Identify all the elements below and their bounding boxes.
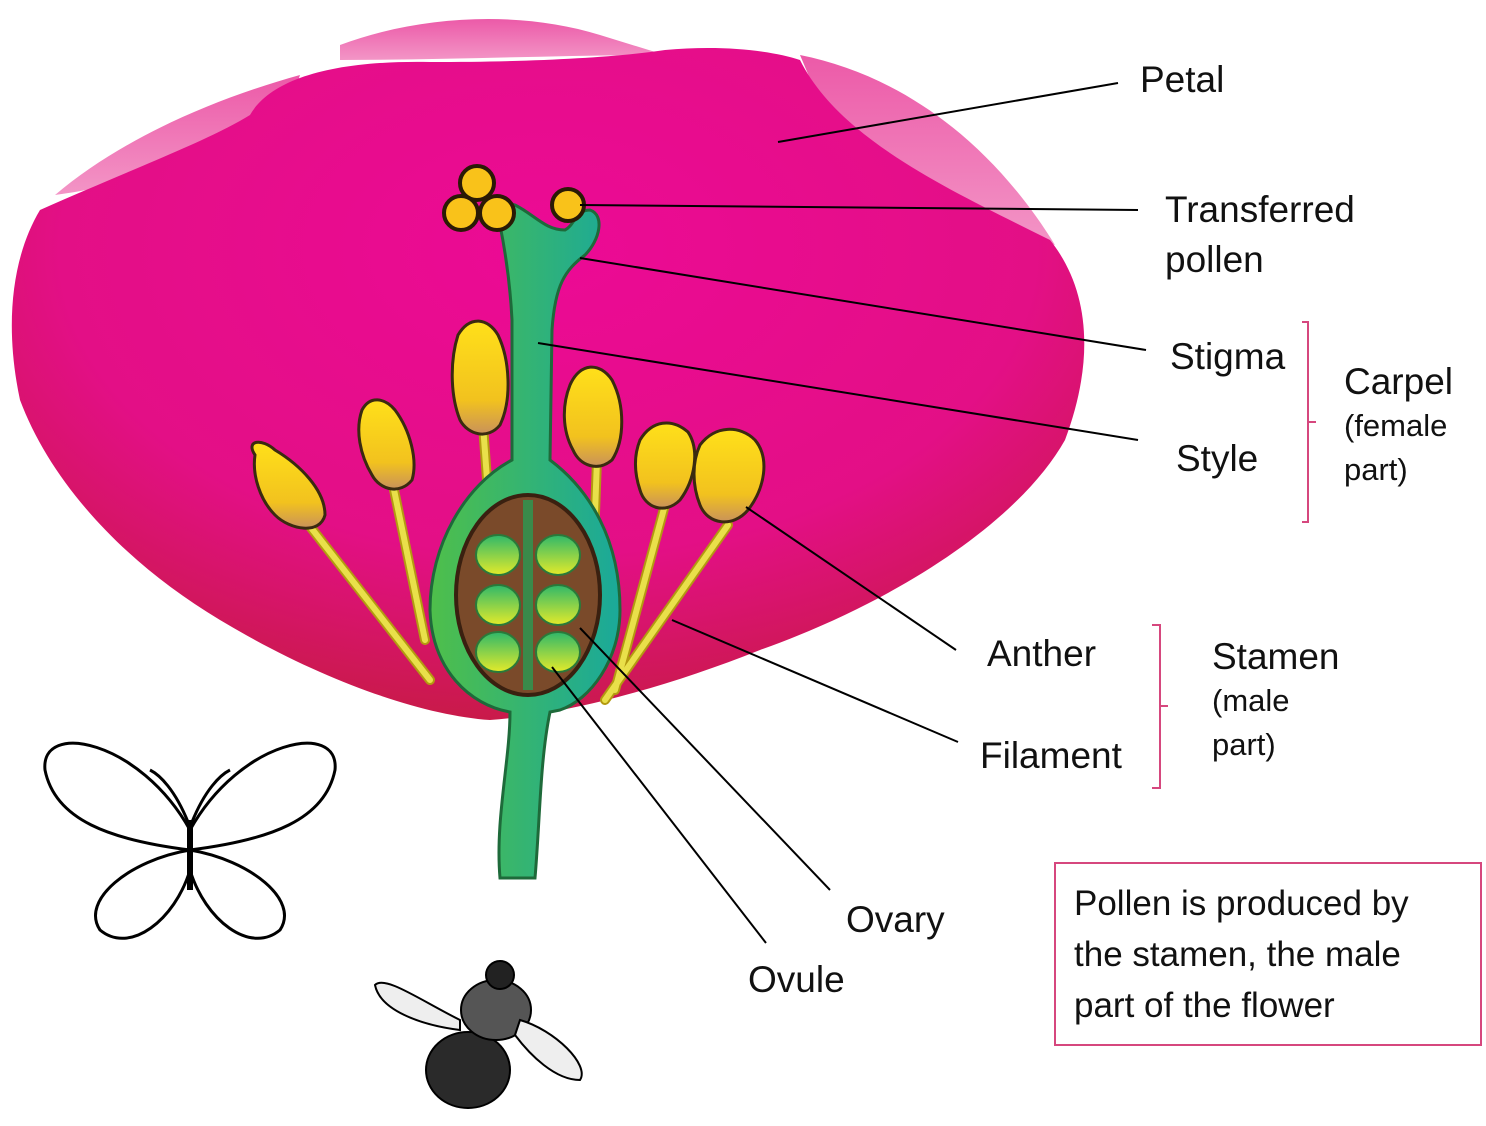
label-style: Style bbox=[1176, 437, 1258, 481]
butterfly-icon bbox=[45, 743, 335, 938]
info-box: Pollen is produced by the stamen, the ma… bbox=[1054, 862, 1482, 1046]
label-ovary: Ovary bbox=[846, 898, 945, 942]
label-ovule: Ovule bbox=[748, 958, 845, 1002]
label-anther: Anther bbox=[987, 632, 1096, 676]
label-carpel: Carpel bbox=[1344, 360, 1453, 404]
label-petal: Petal bbox=[1140, 58, 1224, 102]
stamen-bracket bbox=[1152, 625, 1168, 788]
bee-icon bbox=[375, 961, 582, 1108]
label-stamen: Stamen bbox=[1212, 635, 1340, 679]
label-stigma: Stigma bbox=[1170, 335, 1285, 379]
info-box-text: Pollen is produced by the stamen, the ma… bbox=[1074, 884, 1409, 1025]
carpel-bracket bbox=[1302, 322, 1316, 522]
label-stamen-note: (male part) bbox=[1212, 679, 1340, 766]
stamen-group: Stamen (male part) bbox=[1212, 635, 1340, 766]
label-transferred-pollen: Transferred pollen bbox=[1165, 185, 1355, 284]
label-filament: Filament bbox=[980, 734, 1122, 778]
label-carpel-note: (female part) bbox=[1344, 404, 1453, 491]
carpel-group: Carpel (female part) bbox=[1344, 360, 1453, 491]
